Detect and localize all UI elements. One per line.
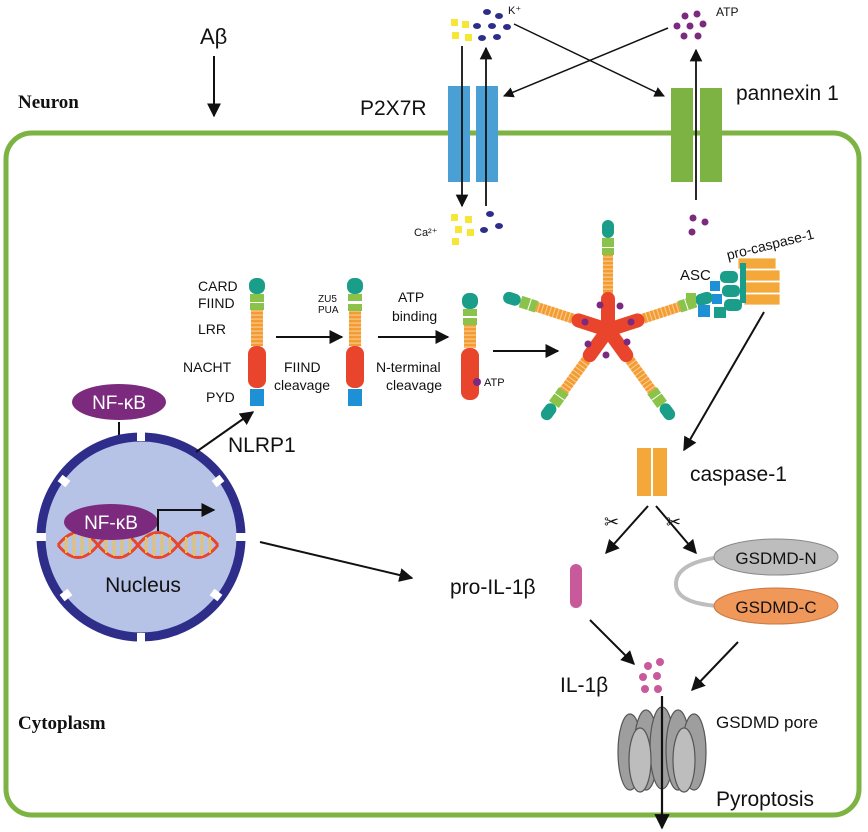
fiind-cleavage-text-1: FIIND	[284, 359, 321, 375]
cleave-gsdmd-arrow	[655, 505, 697, 555]
pyd-label: PYD	[206, 389, 235, 405]
gsdmd-pore-arrow	[691, 641, 739, 692]
card-label: CARD	[198, 278, 238, 294]
atp-binding-text-1: ATP	[398, 289, 424, 305]
atp-binding-text-2: binding	[392, 308, 437, 324]
nterm-cleavage-text-2: cleavage	[386, 377, 442, 393]
cytoplasm-label: Cytoplasm	[18, 713, 106, 734]
gsdmd-n-label: GSDMD-N	[735, 549, 816, 568]
atp-to-p2x7r-arrow	[503, 27, 669, 98]
nlrp1-inflammasome	[503, 220, 713, 421]
zu5-label: ZU5	[318, 294, 337, 305]
abeta-label: Aβ	[200, 24, 227, 49]
pyroptosis-label: Pyroptosis	[716, 788, 814, 811]
nlrp1-label: NLRP1	[228, 434, 296, 457]
nterm-cleavage-text-1: N-terminal	[376, 359, 441, 375]
k-ions-top	[473, 9, 511, 41]
nucleus-label: Nucleus	[105, 574, 181, 597]
pannexin-1-channel	[671, 88, 722, 182]
il1b-maturation-arrow	[589, 619, 635, 665]
inflammasome-arm	[605, 291, 713, 336]
pannexin-label: pannexin 1	[736, 82, 839, 105]
atp-molecules-top	[673, 10, 707, 40]
nfkb-cytoplasm-label: NF-κB	[92, 393, 146, 414]
nacht-label: NACHT	[183, 359, 232, 375]
gsdmd-linker	[673, 555, 721, 608]
pro-il1b-molecule	[570, 564, 582, 608]
p2x7r-label: P2X7R	[360, 97, 427, 120]
procaspase-label: pro-caspase-1	[725, 226, 816, 263]
gsdmd-pore	[617, 706, 707, 793]
atp-molecules-bottom	[688, 214, 709, 236]
atp-top-label: ATP	[716, 5, 738, 19]
k-ions-bottom	[480, 211, 503, 233]
caspase-1-label: caspase-1	[690, 463, 787, 486]
nlrp1-expression-arrow	[195, 411, 255, 453]
k-ion-label: K⁺	[508, 5, 521, 17]
nlrp1-active-monomer	[461, 293, 481, 400]
asc-procaspase-cluster	[686, 257, 781, 318]
asc-label: ASC	[680, 267, 711, 284]
pua-label: PUA	[318, 305, 339, 316]
cell-membrane	[3, 130, 862, 818]
pro-il1b-expression-arrow	[259, 541, 414, 582]
nfkb-nucleus	[64, 504, 158, 540]
transcription-arrow	[157, 503, 216, 531]
procaspase-activation-arrow	[683, 311, 765, 452]
gsdmd-c	[713, 587, 839, 625]
lrr-label: LRR	[198, 321, 226, 337]
ca-ions-top	[451, 19, 472, 41]
nfkb-nucleus-label: NF-κB	[84, 513, 138, 534]
nuclear-pores	[36, 431, 246, 643]
neuron-label: Neuron	[18, 92, 79, 113]
p2x7r-channel	[448, 86, 498, 182]
il1b-label: IL-1β	[560, 674, 608, 697]
scissors-icon: ✂	[666, 512, 681, 532]
inflammasome-arm	[601, 220, 615, 332]
nfkb-cytoplasm	[72, 384, 166, 420]
il1b-molecules	[639, 658, 664, 693]
gsdmd-n	[713, 538, 839, 576]
pro-il1b-label: pro-IL-1β	[450, 576, 536, 599]
gsdmd-pore-label: GSDMD pore	[716, 713, 818, 732]
fiind-cleavage-text-2: cleavage	[274, 377, 330, 393]
inflammasome-atp	[581, 301, 635, 359]
ca-ion-label: Ca²⁺	[414, 227, 438, 239]
fiind-label: FIIND	[198, 295, 235, 311]
inflammasome-arm	[603, 327, 676, 421]
cleave-pro-il1b-arrow	[605, 505, 649, 555]
scissors-icon: ✂	[604, 512, 619, 532]
ca-ions-bottom	[451, 214, 474, 245]
nlrp1-cleaved-protein	[346, 278, 364, 406]
atp-small-label: ATP	[484, 377, 505, 389]
gsdmd-c-label: GSDMD-C	[735, 598, 816, 617]
inflammasome-arm	[540, 327, 613, 421]
nlrp1-full-protein	[248, 278, 266, 406]
caspase-1	[637, 448, 667, 496]
inflammasome-arm	[503, 291, 611, 336]
